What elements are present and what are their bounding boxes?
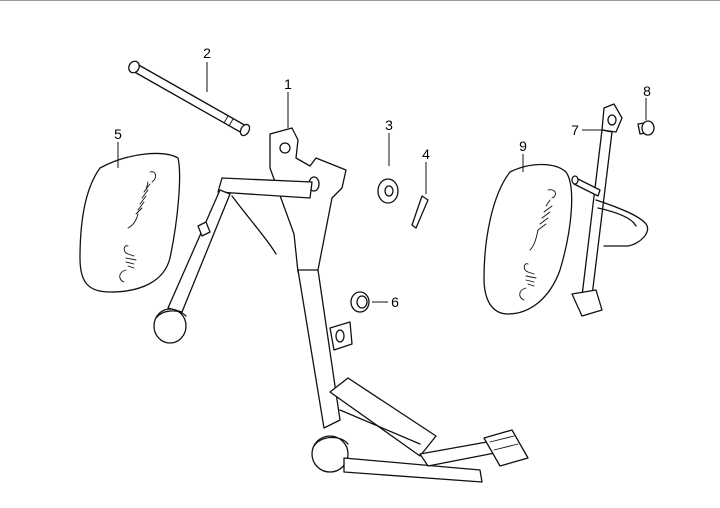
washer-part [377, 178, 399, 204]
spring-bag-part-right [483, 163, 573, 315]
callout-2: 2 [203, 45, 211, 61]
side-stand-part [571, 103, 649, 317]
callout-labels: 1 2 3 4 5 6 7 8 9 [114, 45, 651, 310]
pivot-shaft-part [128, 60, 251, 137]
callout-3: 3 [385, 117, 393, 133]
callout-4: 4 [422, 146, 430, 162]
callout-8: 8 [643, 83, 651, 99]
callout-1: 1 [284, 76, 292, 92]
bolt-part [637, 120, 655, 136]
bushing-part [350, 291, 370, 313]
callout-9: 9 [519, 138, 527, 154]
spring-bag-part-left [79, 152, 181, 293]
top-divider [0, 0, 720, 1]
main-stand-part [153, 127, 529, 483]
leader-lines [117, 62, 647, 303]
callout-5: 5 [114, 126, 122, 142]
callout-6: 6 [391, 294, 399, 310]
callout-7: 7 [571, 122, 579, 138]
cotter-pin-part [411, 195, 429, 229]
